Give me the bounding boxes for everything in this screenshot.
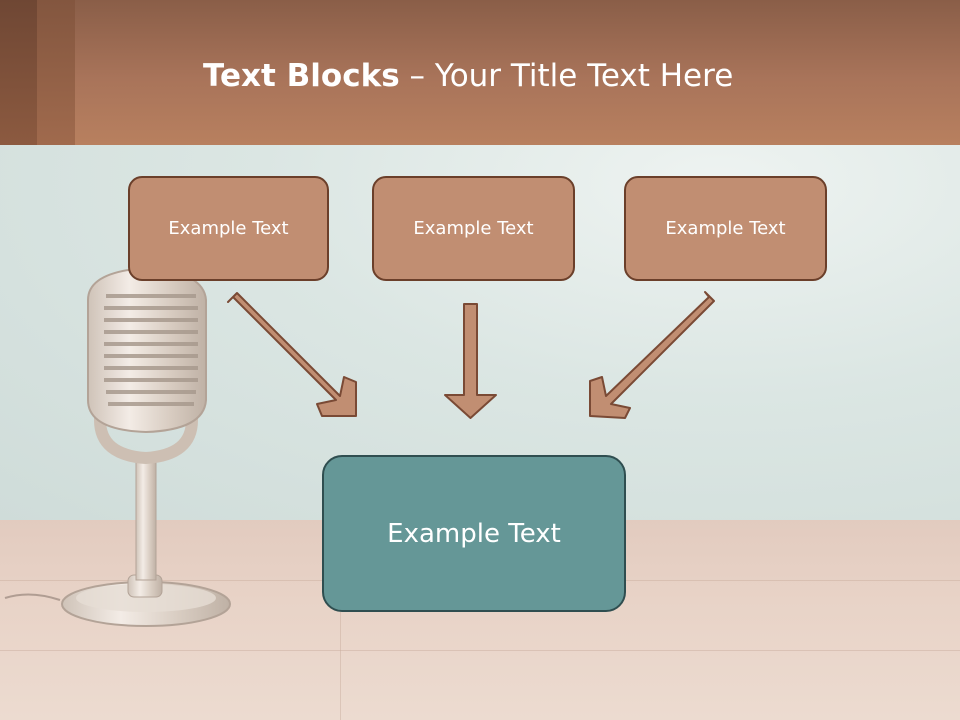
text-box-1[interactable]: Example Text	[128, 176, 329, 281]
title-bar: Text Blocks – Your Title Text Here	[0, 0, 960, 145]
target-text-box[interactable]: Example Text	[322, 455, 626, 612]
title-bar-accent-mid	[37, 0, 75, 145]
title-bar-accent-dark	[0, 0, 37, 145]
arrow-left	[227, 292, 357, 417]
text-box-2-label: Example Text	[413, 218, 534, 239]
arrow-right	[589, 291, 715, 419]
slide-title-rest: – Your Title Text Here	[409, 58, 734, 94]
text-box-1-label: Example Text	[168, 218, 289, 239]
text-box-2[interactable]: Example Text	[372, 176, 575, 281]
text-box-3[interactable]: Example Text	[624, 176, 827, 281]
target-text-box-label: Example Text	[387, 518, 561, 549]
slide-title: Text Blocks – Your Title Text Here	[203, 56, 733, 96]
text-box-3-label: Example Text	[665, 218, 786, 239]
arrow-middle	[444, 303, 497, 419]
slide-title-bold: Text Blocks	[203, 58, 400, 94]
